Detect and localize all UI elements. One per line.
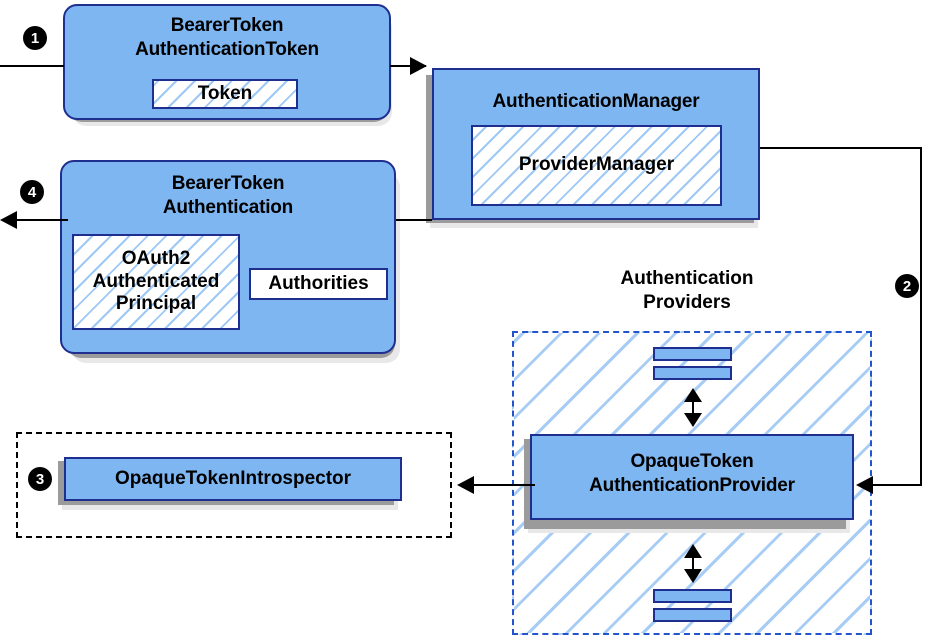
badge-step-3: 3 xyxy=(28,467,52,491)
connector-provider-top-link xyxy=(692,390,694,424)
arrowhead-provider-to-introspector xyxy=(457,476,474,494)
arrowhead-token-to-manager xyxy=(410,57,427,75)
badge-step-1-number: 1 xyxy=(30,29,40,47)
inner-authorities-box[interactable]: Authorities xyxy=(249,268,388,300)
provider-stack-bar-bottom-1 xyxy=(653,589,732,603)
inner-oauth2-authenticated-principal-box[interactable]: OAuth2 Authenticated Principal xyxy=(72,234,240,330)
title-line-1: BearerToken xyxy=(171,173,285,194)
connector-token-to-manager xyxy=(390,65,426,67)
arrowhead-provider-bottom-down xyxy=(684,569,702,583)
connector-manager-to-authentication xyxy=(396,219,432,221)
arrowhead-rail-to-provider xyxy=(856,476,873,494)
badge-step-1: 1 xyxy=(23,26,47,50)
inner-provider-manager-label: ProviderManager xyxy=(518,154,675,176)
group-label-line-2: Providers xyxy=(643,291,731,313)
title-text: AuthenticationManager xyxy=(492,91,700,112)
arrowhead-provider-top-down xyxy=(684,413,702,427)
inner-token-label: Token xyxy=(197,82,253,104)
badge-step-4: 4 xyxy=(20,180,44,204)
principal-line-2: Authenticated xyxy=(92,270,220,292)
bearer-token-authentication-token-title: BearerToken AuthenticationToken xyxy=(65,14,389,62)
provider-stack-bar-top-1 xyxy=(653,347,732,361)
inner-provider-manager-box[interactable]: ProviderManager xyxy=(471,125,722,206)
principal-line-3: Principal xyxy=(115,293,197,315)
node-opaque-token-introspector[interactable]: OpaqueTokenIntrospector xyxy=(64,457,402,501)
title-line-2: Authentication xyxy=(162,196,294,218)
badge-step-4-number: 4 xyxy=(27,183,37,201)
provider-stack-bar-bottom-2 xyxy=(653,608,732,622)
badge-step-3-number: 3 xyxy=(35,470,45,488)
opaque-token-introspector-label: OpaqueTokenIntrospector xyxy=(114,468,352,489)
authentication-providers-group-label: Authentication Providers xyxy=(571,267,803,315)
arrowhead-authentication-out xyxy=(0,211,17,229)
bearer-token-authentication-title: BearerToken Authentication xyxy=(62,172,394,220)
connector-request-in xyxy=(0,65,64,67)
badge-step-2-number: 2 xyxy=(902,277,912,295)
connector-rail-to-provider xyxy=(872,484,922,486)
title-line-1: OpaqueToken xyxy=(630,451,754,472)
arrowhead-provider-top-up xyxy=(684,388,702,402)
group-opaque-token-introspector xyxy=(16,432,452,538)
principal-line-1: OAuth2 xyxy=(121,247,191,269)
group-label-line-1: Authentication xyxy=(620,268,754,289)
node-opaque-token-authentication-provider[interactable]: OpaqueToken AuthenticationProvider xyxy=(530,434,854,520)
authentication-manager-title: AuthenticationManager xyxy=(434,90,758,114)
connector-provider-bottom-link xyxy=(692,546,694,580)
principal-label: OAuth2 Authenticated Principal xyxy=(93,248,220,316)
connector-right-rail xyxy=(920,147,922,485)
connector-manager-to-rail xyxy=(760,147,922,149)
inner-token-box[interactable]: Token xyxy=(152,79,298,109)
connector-provider-to-introspector xyxy=(473,484,535,486)
provider-stack-bar-top-2 xyxy=(653,366,732,380)
title-line-2: AuthenticationProvider xyxy=(589,474,795,496)
title-line-2: AuthenticationToken xyxy=(135,38,319,60)
arrowhead-provider-bottom-up xyxy=(684,544,702,558)
opaque-token-authentication-provider-title: OpaqueToken AuthenticationProvider xyxy=(532,450,852,498)
authorities-label: Authorities xyxy=(268,273,369,294)
title-line-1: BearerToken xyxy=(170,15,284,36)
connector-authentication-out xyxy=(16,219,68,221)
badge-step-2: 2 xyxy=(895,274,919,298)
